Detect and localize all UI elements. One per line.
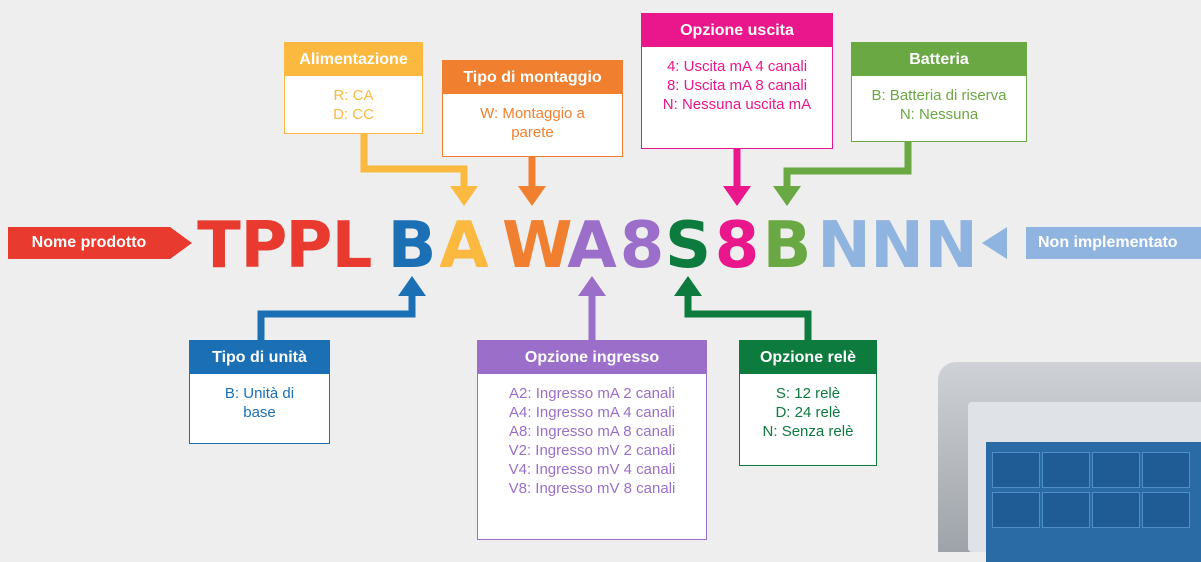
opzione-ingresso-box: Opzione ingresso A2: Ingresso mA 2 canal… — [477, 340, 707, 540]
tipo-unita-arrowhead — [398, 276, 426, 296]
opzione-uscita-line: N: Nessuna uscita mA — [662, 96, 812, 113]
opzione-rele-arrowhead — [674, 276, 702, 296]
opzione-uscita-line: 8: Uscita mA 8 canali — [666, 77, 808, 94]
opzione-ingresso-title: Opzione ingresso — [478, 341, 706, 374]
tipo-montaggio-line: W: Montaggio a — [480, 105, 585, 122]
opzione-rele-connector — [684, 294, 812, 340]
tipo-montaggio-line: parete — [511, 124, 554, 141]
opzione-ingresso-line: A2: Ingresso mA 2 canali — [509, 385, 675, 402]
tipo-unita-title: Tipo di unità — [190, 341, 329, 374]
code-letter: L — [331, 209, 373, 283]
code-letter: P — [240, 209, 288, 283]
opzione-ingresso-line: V8: Ingresso mV 8 canali — [508, 480, 676, 497]
opzione-ingresso-line: V4: Ingresso mV 4 canali — [508, 461, 676, 478]
batteria-box: Batteria B: Batteria di riserva N: Nessu… — [851, 42, 1027, 142]
batteria-title: Batteria — [852, 43, 1026, 76]
opzione-rele-title: Opzione relè — [740, 341, 876, 374]
opzione-ingresso-line: A4: Ingresso mA 4 canali — [509, 404, 675, 421]
opzione-rele-box: Opzione relè S: 12 relè D: 24 relè N: Se… — [739, 340, 877, 466]
non-implementato-arrowhead — [982, 227, 1007, 259]
opzione-uscita-line: 4: Uscita mA 4 canali — [666, 58, 808, 75]
code-letter: 8 — [714, 209, 760, 283]
device-image — [938, 362, 1201, 562]
batteria-arrowhead — [773, 186, 801, 206]
tipo-unita-box: Tipo di unità B: Unità di base — [189, 340, 330, 444]
tipo-unita-line: base — [243, 404, 276, 421]
opzione-ingresso-arrowhead — [578, 276, 606, 296]
batteria-line: B: Batteria di riserva — [871, 87, 1007, 104]
opzione-rele-line: S: 12 relè — [775, 385, 841, 402]
alimentazione-box: Alimentazione R: CA D: CC — [284, 42, 423, 134]
opzione-uscita-box: Opzione uscita 4: Uscita mA 4 canali 8: … — [641, 13, 833, 149]
code-letter: 8 — [619, 209, 665, 283]
code-letter: A — [439, 209, 489, 283]
tipo-montaggio-title: Tipo di montaggio — [443, 61, 622, 94]
connector-lines — [170, 134, 1007, 340]
alimentazione-line: D: CC — [333, 106, 374, 123]
device-screen — [968, 402, 1201, 562]
tipo-montaggio-arrowhead — [518, 186, 546, 206]
device-ui — [986, 442, 1201, 562]
opzione-rele-line: D: 24 relè — [775, 404, 841, 421]
code-letter: W — [502, 209, 573, 283]
nome-prodotto-label: Nome prodotto — [31, 234, 147, 251]
nome-prodotto-arrowhead — [170, 227, 192, 259]
alimentazione-arrowhead — [450, 186, 478, 206]
opzione-uscita-arrowhead — [723, 186, 751, 206]
code-letter: T — [197, 209, 241, 283]
opzione-ingresso-line: A8: Ingresso mA 8 canali — [509, 423, 675, 440]
code-letter: A — [567, 209, 617, 283]
code-letter: B — [387, 209, 437, 283]
code-letter: S — [664, 209, 712, 283]
code-letter: P — [285, 209, 333, 283]
code-letter: B — [762, 209, 812, 283]
batteria-connector — [783, 142, 912, 188]
non-implementato-label: Non implementato — [1038, 234, 1178, 251]
non-implementato-tag: Non implementato — [1026, 227, 1201, 259]
code-letter: N — [924, 209, 978, 283]
tipo-montaggio-box: Tipo di montaggio W: Montaggio a parete — [442, 60, 623, 157]
alimentazione-line: R: CA — [333, 87, 374, 104]
opzione-rele-line: N: Senza relè — [762, 423, 854, 440]
alimentazione-connector — [360, 134, 468, 188]
alimentazione-title: Alimentazione — [285, 43, 422, 76]
tipo-unita-connector — [257, 294, 416, 340]
code-letter: N — [817, 209, 871, 283]
opzione-ingresso-line: V2: Ingresso mV 2 canali — [508, 442, 676, 459]
tipo-unita-line: B: Unità di — [224, 385, 295, 402]
opzione-uscita-title: Opzione uscita — [642, 14, 832, 47]
nome-prodotto-tag: Nome prodotto — [8, 227, 170, 259]
batteria-line: N: Nessuna — [899, 106, 979, 123]
code-letter: N — [870, 209, 924, 283]
